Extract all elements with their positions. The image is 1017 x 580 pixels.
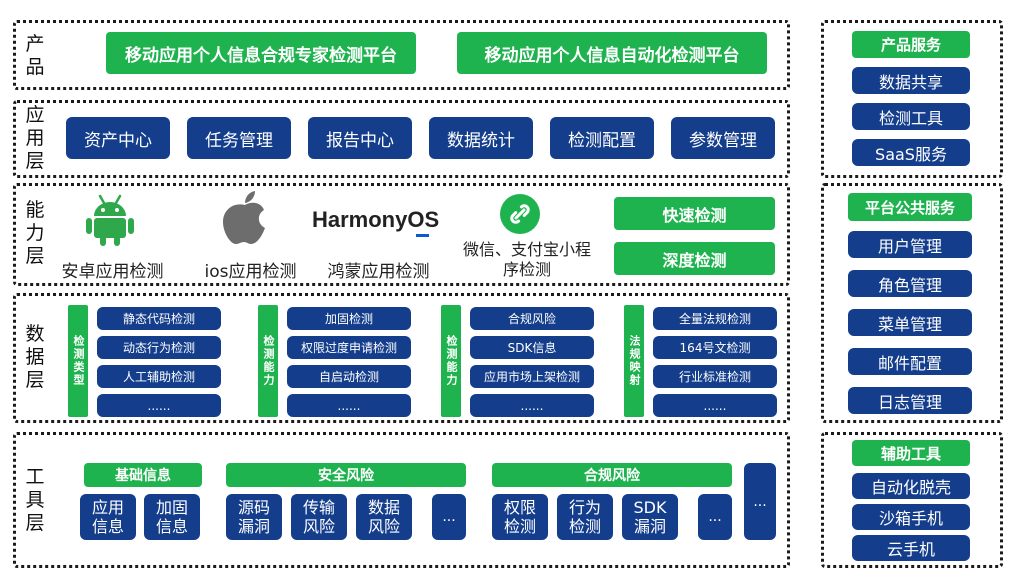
data-item: 行业标准检测 — [653, 365, 777, 388]
harmonyos-logo-text: HarmonyOS — [312, 207, 440, 232]
miniprogram-icon — [499, 193, 541, 235]
tools-compliance-title: 合规风险 — [492, 463, 732, 487]
quick-detection: 快速检测 — [614, 197, 775, 230]
sidebar-item-detection-tools: 检测工具 — [852, 103, 970, 130]
sidebar-item-user-management: 用户管理 — [848, 231, 972, 258]
tools-basic-title: 基础信息 — [84, 463, 202, 487]
tools-item: 加固信息 — [144, 494, 200, 540]
data-group-tag-detection-type: 检测类型 — [68, 305, 88, 417]
app-module-data-statistics: 数据统计 — [429, 117, 533, 159]
row-label-tools: 工具层 — [25, 466, 45, 534]
data-item: 全量法规检测 — [653, 307, 777, 330]
data-item: 应用市场上架检测 — [470, 365, 594, 388]
deep-detection: 深度检测 — [614, 242, 775, 275]
tools-item: 传输风险 — [291, 494, 347, 540]
data-item: ...... — [653, 394, 777, 417]
tools-item: SDK漏洞 — [622, 494, 678, 540]
platform-services-title: 平台公共服务 — [848, 193, 972, 221]
sidebar-item-role-management: 角色管理 — [848, 270, 972, 297]
data-item: 动态行为检测 — [97, 336, 221, 359]
row-label-data: 数据层 — [25, 323, 45, 391]
tools-item-more: ... — [432, 494, 466, 540]
app-module-asset-center: 资产中心 — [66, 117, 170, 159]
apple-icon — [221, 190, 269, 246]
data-item: 164号文检测 — [653, 336, 777, 359]
data-group-tag-regulation-mapping: 法规映射 — [624, 305, 644, 417]
sidebar-item-log-management: 日志管理 — [848, 387, 972, 414]
data-group-tag-detection-capability-2: 检测能力 — [441, 305, 461, 417]
aux-tools-frame — [821, 432, 1003, 568]
sidebar-item-auto-unpack: 自动化脱壳 — [852, 473, 970, 499]
row-label-capability: 能力层 — [25, 199, 45, 267]
row-label-application: 应用层 — [25, 104, 45, 172]
sidebar-item-sandbox-phone: 沙箱手机 — [852, 504, 970, 530]
sidebar-item-cloud-phone: 云手机 — [852, 535, 970, 561]
data-item: 合规风险 — [470, 307, 594, 330]
tools-item: 源码漏洞 — [226, 494, 282, 540]
harmonyos-detection-label: 鸿蒙应用检测 — [327, 262, 430, 282]
row-label-product: 产品 — [25, 33, 45, 78]
application-layer-frame — [13, 100, 790, 178]
data-item: ...... — [97, 394, 221, 417]
ios-detection-label: ios应用检测 — [204, 262, 297, 282]
data-item: SDK信息 — [470, 336, 594, 359]
app-module-detection-config: 检测配置 — [550, 117, 654, 159]
data-item: ...... — [287, 394, 411, 417]
app-module-task-management: 任务管理 — [187, 117, 291, 159]
android-detection-label: 安卓应用检测 — [61, 262, 164, 282]
app-module-report-center: 报告中心 — [308, 117, 412, 159]
sidebar-item-menu-management: 菜单管理 — [848, 309, 972, 336]
sidebar-item-data-sharing: 数据共享 — [852, 67, 970, 94]
sidebar-item-mail-config: 邮件配置 — [848, 348, 972, 375]
tools-layer-frame — [13, 432, 790, 568]
data-item: 权限过度申请检测 — [287, 336, 411, 359]
sidebar-item-saas-service: SaaS服务 — [852, 139, 970, 166]
miniprogram-detection-label: 微信、支付宝小程序检测 — [462, 240, 591, 279]
product-services-title: 产品服务 — [852, 31, 970, 58]
platform-services-frame — [821, 183, 1003, 423]
tools-item: 权限检测 — [492, 494, 548, 540]
product-layer-frame — [13, 20, 790, 90]
aux-tools-title: 辅助工具 — [852, 440, 970, 466]
app-module-parameter-management: 参数管理 — [671, 117, 775, 159]
tools-security-title: 安全风险 — [226, 463, 466, 487]
tools-item: 应用信息 — [80, 494, 136, 540]
tools-item-more: ... — [698, 494, 732, 540]
product-auto-platform: 移动应用个人信息自动化检测平台 — [457, 32, 767, 74]
data-item: 加固检测 — [287, 307, 411, 330]
product-expert-platform: 移动应用个人信息合规专家检测平台 — [106, 32, 416, 74]
harmonyos-logo: HarmonyOS — [312, 207, 447, 237]
data-item: 自启动检测 — [287, 365, 411, 388]
product-services-frame — [821, 20, 1003, 178]
tools-item: 行为检测 — [557, 494, 613, 540]
data-item: 静态代码检测 — [97, 307, 221, 330]
data-item: 人工辅助检测 — [97, 365, 221, 388]
capability-layer-frame — [13, 183, 790, 286]
data-group-tag-detection-capability: 检测能力 — [258, 305, 278, 417]
data-item: ...... — [470, 394, 594, 417]
harmonyos-underline — [416, 234, 429, 237]
data-layer-frame — [13, 293, 790, 423]
tools-item: 数据风险 — [356, 494, 412, 540]
android-icon — [86, 192, 134, 246]
tools-more-column: ... — [744, 463, 776, 540]
